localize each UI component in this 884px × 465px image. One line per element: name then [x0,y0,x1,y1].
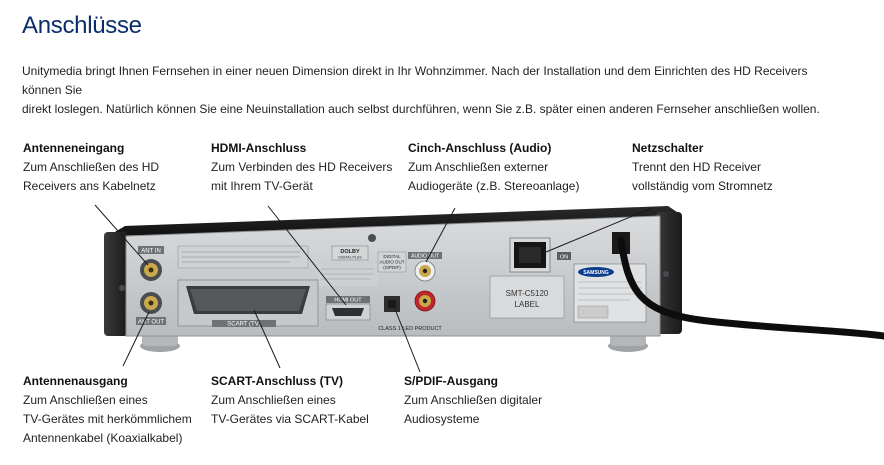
scart-title: SCART-Anschluss (TV) [211,374,344,388]
leader-spdif [392,303,421,373]
digital-text-3: (S/PDIF) [383,265,401,270]
scart-line-1: Zum Anschließen eines [211,393,336,407]
leader-antenna-out [122,311,150,367]
page-title: Anschlüsse [22,12,142,39]
leader-antenna-in [94,204,149,266]
dolby-box [331,245,369,261]
leader-power [545,207,653,253]
label-antenna-out: Antennenausgang Zum Anschließen eines TV… [23,372,192,448]
leader-lines [94,204,653,373]
scart-line-2: TV-Gerätes via SCART-Kabel [211,412,369,426]
antenna-in-line-2: Receivers ans Kabelnetz [23,179,156,193]
chassis-right-cap [656,212,682,334]
label-spdif: S/PDIF-Ausgang Zum Anschließen digitaler… [404,372,542,429]
on-badge [557,252,571,260]
hdmi-line-1: Zum Verbinden des HD Receivers [211,160,393,174]
hdmi-port [332,308,364,316]
spdif-line-2: Audiosysteme [404,412,480,426]
hdmi-text: HDMI OUT [334,298,362,304]
antenna-out-title: Antennenausgang [23,374,128,388]
ant-out-text: ANT OUT [138,320,165,326]
label-hdmi: HDMI-Anschluss Zum Verbinden des HD Rece… [211,139,392,196]
leader-hdmi [267,205,347,306]
cinch-line-1: Zum Anschließen externer [408,160,549,174]
model-sub-text: LABEL [515,300,540,309]
model-text: SMT-C5120 [506,289,549,298]
cinch-title: Cinch-Anschluss (Audio) [408,141,552,155]
spdif-title: S/PDIF-Ausgang [404,374,499,388]
audio-out-badge [408,252,442,259]
brand-logo [578,267,614,277]
audio-out-text: AUDIO OUT [411,254,439,260]
ant-in-badge [138,246,164,254]
scart-badge [212,320,276,327]
on-text: ON [560,254,568,260]
class-led-text: CLASS 1 LED PRODUCT [378,326,442,332]
leader-scart [253,309,281,369]
hdmi-title: HDMI-Anschluss [211,141,307,155]
chassis-left-cap [104,232,128,336]
power-line-1: Trennt den HD Receiver [632,160,761,174]
chassis-top [108,206,680,236]
antenna-out-line-3: Antennenkabel (Koaxialkabel) [23,431,183,445]
intro-text: Unitymedia bringt Ihnen Fernsehen in ein… [22,62,842,119]
leader-cinch [425,207,456,263]
intro-line-2: direkt loslegen. Natürlich können Sie ei… [22,102,820,116]
model-label [489,275,565,319]
label-power: Netzschalter Trennt den HD Receiver voll… [632,139,773,196]
license-text-block [318,264,378,286]
power-title: Netzschalter [632,141,704,155]
hdmi-badge [326,296,370,303]
antenna-out-line-1: Zum Anschließen eines [23,393,148,407]
power-line-2: vollständig vom Stromnetz [632,179,773,193]
label-antenna-in: Antenneneingang Zum Anschließen des HD R… [23,139,159,196]
antenna-out-line-2: TV-Gerätes mit herkömmlichem [23,412,192,426]
spdif-line-1: Zum Anschließen digitaler [404,393,543,407]
digital-text-2: AUDIO OUT [379,260,404,265]
hdmi-line-2: mit Ihrem TV-Gerät [211,179,313,193]
intro-line-1: Unitymedia bringt Ihnen Fernsehen in ein… [22,64,808,97]
foot-left-block [142,334,178,346]
digital-audio-badge [377,251,407,273]
antenna-in-title: Antenneneingang [23,141,125,155]
power-cable [617,236,884,340]
label-cinch: Cinch-Anschluss (Audio) Zum Anschließen … [408,139,579,196]
cinch-line-2: Audiogeräte (z.B. Stereoanlage) [408,179,580,193]
dolby-text: DOLBY [340,249,360,255]
brand-text: SAMSUNG [583,270,609,276]
ant-out-badge [136,317,166,325]
label-scart: SCART-Anschluss (TV) Zum Anschließen ein… [211,372,369,429]
scart-text: SCART (TV) [227,322,260,328]
ant-in-text: ANT IN [141,249,161,255]
foot-right-block [610,334,646,346]
antenna-in-line-1: Zum Anschließen des HD [23,160,160,174]
dolby-sub-text: DIGITAL PLUS [338,256,362,260]
digital-text-1: DIGITAL [383,254,401,259]
